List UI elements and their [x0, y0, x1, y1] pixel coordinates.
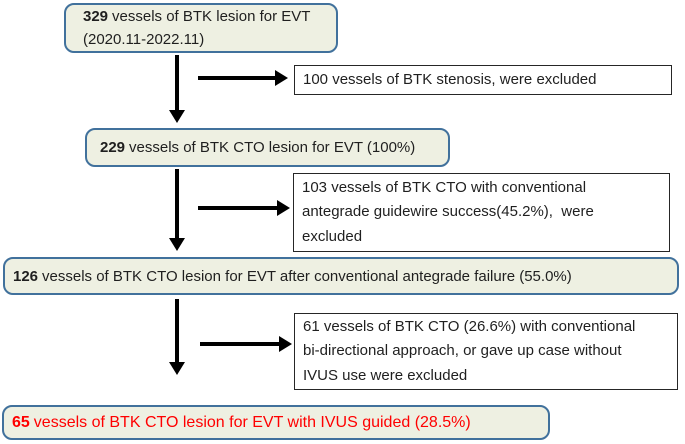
exclusion-text-line: 61 vessels of BTK CTO (26.6%) with conve…	[303, 317, 636, 335]
exclusion-text-line: IVUS use were excluded	[303, 366, 468, 384]
exclusion-text-line: bi-directional approach, or gave up case…	[303, 342, 622, 360]
right-arrow-1	[198, 76, 276, 80]
down-arrow-1	[175, 55, 179, 111]
right-arrow-3	[200, 342, 280, 346]
down-arrow-3	[175, 299, 179, 363]
exclusion-text-line: 103 vessels of BTK CTO with conventional	[302, 178, 587, 196]
step-label: vessels of BTK CTO lesion for EVT with I…	[33, 414, 471, 431]
step-label: vessels of BTK CTO lesion for EVT after …	[42, 267, 572, 285]
down-arrow-2	[175, 169, 179, 239]
step-count: 126	[13, 267, 39, 285]
step-sublabel: (2020.11-2022.11)	[83, 31, 205, 48]
exclusion-box-103-vessels: 103 vessels of BTK CTO with conventional…	[293, 173, 670, 252]
right-arrow-2	[198, 206, 278, 210]
step-label: vessels of BTK CTO lesion for EVT (100%)	[129, 139, 416, 156]
exclusion-box-61-vessels: 61 vessels of BTK CTO (26.6%) with conve…	[294, 313, 678, 390]
step-count: 329	[83, 8, 109, 25]
exclusion-text-line: antegrade guidewire success(45.2%), were	[302, 203, 594, 221]
exclusion-text: 100 vessels of BTK stenosis, were exclud…	[303, 70, 597, 88]
exclusion-text-line: excluded	[302, 227, 363, 245]
step-count: 229	[100, 139, 126, 156]
exclusion-box-100-vessels: 100 vessels of BTK stenosis, were exclud…	[294, 65, 672, 95]
step-label: vessels of BTK lesion for EVT	[112, 8, 311, 25]
step-count: 65	[12, 414, 30, 431]
